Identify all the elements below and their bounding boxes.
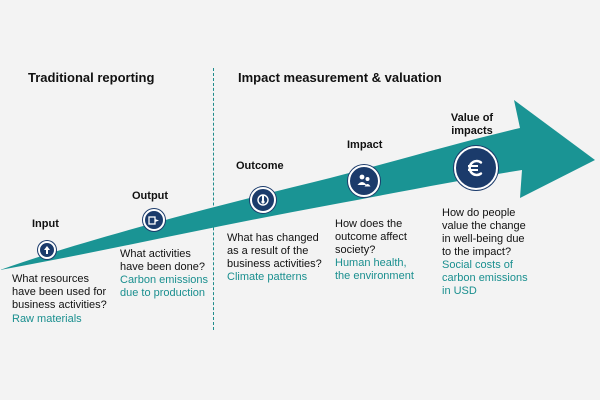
example-line: Climate patterns [227, 271, 308, 283]
stage-title-value-of-impacts: Value of impacts [437, 112, 507, 138]
impact-measurement-header: Impact measurement & valuation [238, 70, 442, 85]
question-line: business activities? [227, 258, 322, 270]
people-icon [348, 165, 380, 197]
question-line: have been used for [12, 286, 107, 298]
thermometer-icon [250, 187, 276, 213]
stage-title-impact: Impact [347, 139, 383, 151]
question-line: What has changed [227, 232, 319, 244]
example-line: in USD [442, 285, 477, 297]
example-input: Raw materials [12, 313, 82, 326]
tree-icon [38, 241, 56, 259]
stage-title-outcome: Outcome [236, 160, 284, 172]
question-line: How do people [442, 207, 516, 219]
question-line: in well-being due [442, 233, 525, 245]
question-line: What resources [12, 273, 90, 285]
question-value-of-impacts: How do people value the change in well-b… [442, 207, 526, 259]
traditional-reporting-header: Traditional reporting [28, 70, 155, 85]
stage-title-value-line-1: Value of [450, 112, 494, 124]
example-line: Social costs of [442, 259, 513, 271]
question-line: value the change [442, 220, 526, 232]
example-line: Raw materials [12, 313, 82, 325]
example-line: Carbon emissions [120, 274, 209, 286]
question-line: outcome affect [335, 231, 407, 243]
stage-title-output: Output [132, 190, 169, 202]
stage-title-value-line-2: impacts [451, 125, 493, 137]
euro-icon [454, 146, 498, 190]
question-line: What activities [120, 248, 191, 260]
question-line: to the impact? [442, 246, 512, 258]
example-outcome: Climate patterns [227, 271, 307, 284]
stage-title-input: Input [32, 218, 59, 230]
example-line: Human health, [335, 257, 407, 269]
question-line: society? [335, 244, 376, 256]
example-value-of-impacts: Social costs of carbon emissions in USD [442, 259, 528, 298]
question-line: How does the [335, 218, 403, 230]
question-line: have been done? [120, 261, 206, 273]
factory-icon [143, 209, 165, 231]
example-line: carbon emissions [442, 272, 528, 284]
section-divider [213, 68, 214, 330]
question-output: What activities have been done? [120, 248, 205, 274]
example-impact: Human health, the environment [335, 257, 414, 283]
example-line: the environment [335, 270, 414, 282]
example-line: due to production [120, 287, 206, 299]
question-line: as a result of the [227, 245, 309, 257]
question-impact: How does the outcome affect society? [335, 218, 407, 257]
question-line: business activities? [12, 299, 107, 311]
example-output: Carbon emissions due to production [120, 274, 208, 300]
question-input: What resources have been used for busine… [12, 273, 107, 312]
question-outcome: What has changed as a result of the busi… [227, 232, 322, 271]
